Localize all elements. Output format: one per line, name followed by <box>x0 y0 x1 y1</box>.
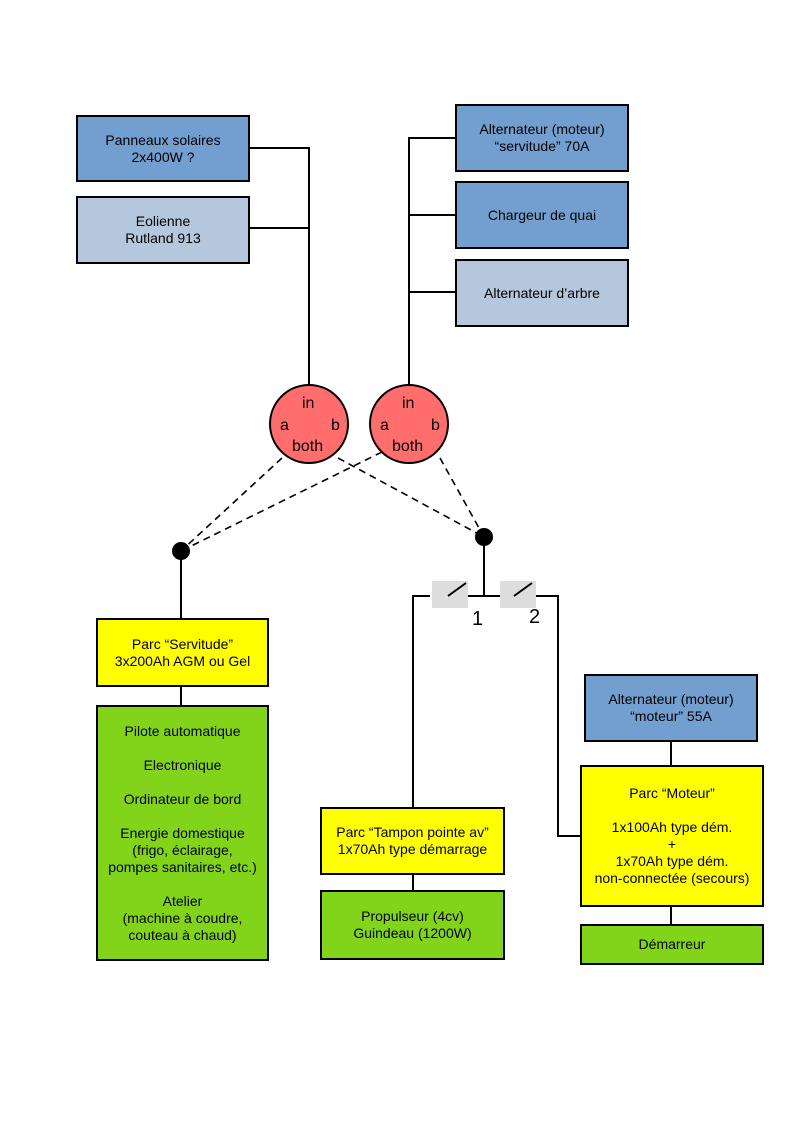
solar-line-2: 2x400W ? <box>131 148 195 165</box>
switch-a-b: b <box>331 417 340 434</box>
battery-switch-a: in a b both <box>269 384 349 464</box>
solar-line-1: Panneaux solaires <box>105 131 221 148</box>
alternator-engine-box: Alternateur (moteur) “moteur” 55A <box>584 674 758 742</box>
shaft-alternator-box: Alternateur d’arbre <box>455 259 629 327</box>
alt-engine-line-1: Alternateur (moteur) <box>608 691 734 707</box>
switch-a-in: in <box>302 395 315 412</box>
switch-b-b: b <box>431 417 440 434</box>
load-workshop-detail-1: (machine à coudre, <box>122 909 243 926</box>
load-electronics: Electronique <box>143 756 222 773</box>
load-domestic-detail-1: (frigo, éclairage, <box>132 841 233 858</box>
alt-engine-line-2: “moteur” 55A <box>630 708 712 724</box>
switch-a-a: a <box>280 417 289 434</box>
wind-line-1: Eolienne <box>135 213 191 229</box>
service-bank-line-1: Parc “Servitude” <box>131 635 234 652</box>
junction-right <box>475 528 493 546</box>
wind-line-2: Rutland 913 <box>125 230 201 246</box>
battery-switch-b: in a b both <box>369 384 449 464</box>
engine-bank-line-3: 1x100Ah type dém. <box>611 819 733 835</box>
alt-service-line-1: Alternateur (moteur) <box>479 121 605 137</box>
engine-bank-box: Parc “Moteur” 1x100Ah type dém. + 1x70Ah… <box>580 765 764 907</box>
bow-loads-box: Propulseur (4cv) Guindeau (1200W) <box>320 890 505 960</box>
engine-loads-box: Démarreur <box>580 924 764 965</box>
charger-line-1: Chargeur de quai <box>487 206 597 223</box>
junction-left <box>172 542 190 560</box>
shore-charger-box: Chargeur de quai <box>455 181 629 249</box>
alt-service-line-2: “servitude” 70A <box>494 138 590 154</box>
switch-b-a: a <box>380 417 389 434</box>
engine-bank-line-4: + <box>667 836 677 852</box>
engine-bank-line-1: Parc “Moteur” <box>629 785 715 801</box>
engine-bank-line-6: non-connectée (secours) <box>594 870 750 886</box>
breaker-1-label: 1 <box>472 608 484 630</box>
load-autopilot: Pilote automatique <box>124 722 241 739</box>
service-loads-box: Pilote automatique Electronique Ordinate… <box>96 705 269 961</box>
load-workshop-detail-2: couteau à chaud) <box>128 926 237 943</box>
load-board-computer: Ordinateur de bord <box>123 790 242 807</box>
alternator-service-box: Alternateur (moteur) “servitude” 70A <box>455 104 629 172</box>
bow-bank-line-2: 1x70Ah type démarrage <box>337 841 488 857</box>
load-domestic: Energie domestique <box>120 824 245 841</box>
load-thruster: Propulseur (4cv) <box>361 908 464 924</box>
service-bank-box: Parc “Servitude” 3x200Ah AGM ou Gel <box>96 618 269 687</box>
bow-bank-line-1: Parc “Tampon pointe av” <box>336 824 489 840</box>
service-bank-line-2: 3x200Ah AGM ou Gel <box>114 652 251 669</box>
switch-b-both: both <box>392 438 424 455</box>
switch-b-in: in <box>402 395 415 412</box>
load-starter: Démarreur <box>638 936 706 952</box>
engine-bank-line-5: 1x70Ah type dém. <box>615 853 729 869</box>
shaft-alt-line-1: Alternateur d’arbre <box>484 284 600 301</box>
load-workshop: Atelier <box>162 892 203 909</box>
solid-wires <box>180 137 672 925</box>
bow-bank-box: Parc “Tampon pointe av” 1x70Ah type déma… <box>320 807 505 875</box>
wind-turbine-box: Eolienne Rutland 913 <box>76 196 250 264</box>
dashed-links <box>180 451 485 552</box>
load-windlass: Guindeau (1200W) <box>353 925 472 941</box>
breaker-2-label: 2 <box>529 606 541 628</box>
solar-panels-box: Panneaux solaires 2x400W ? <box>76 115 250 182</box>
breakers <box>432 581 536 608</box>
load-domestic-detail-2: pompes sanitaires, etc.) <box>108 858 257 875</box>
switch-a-both: both <box>292 438 324 455</box>
